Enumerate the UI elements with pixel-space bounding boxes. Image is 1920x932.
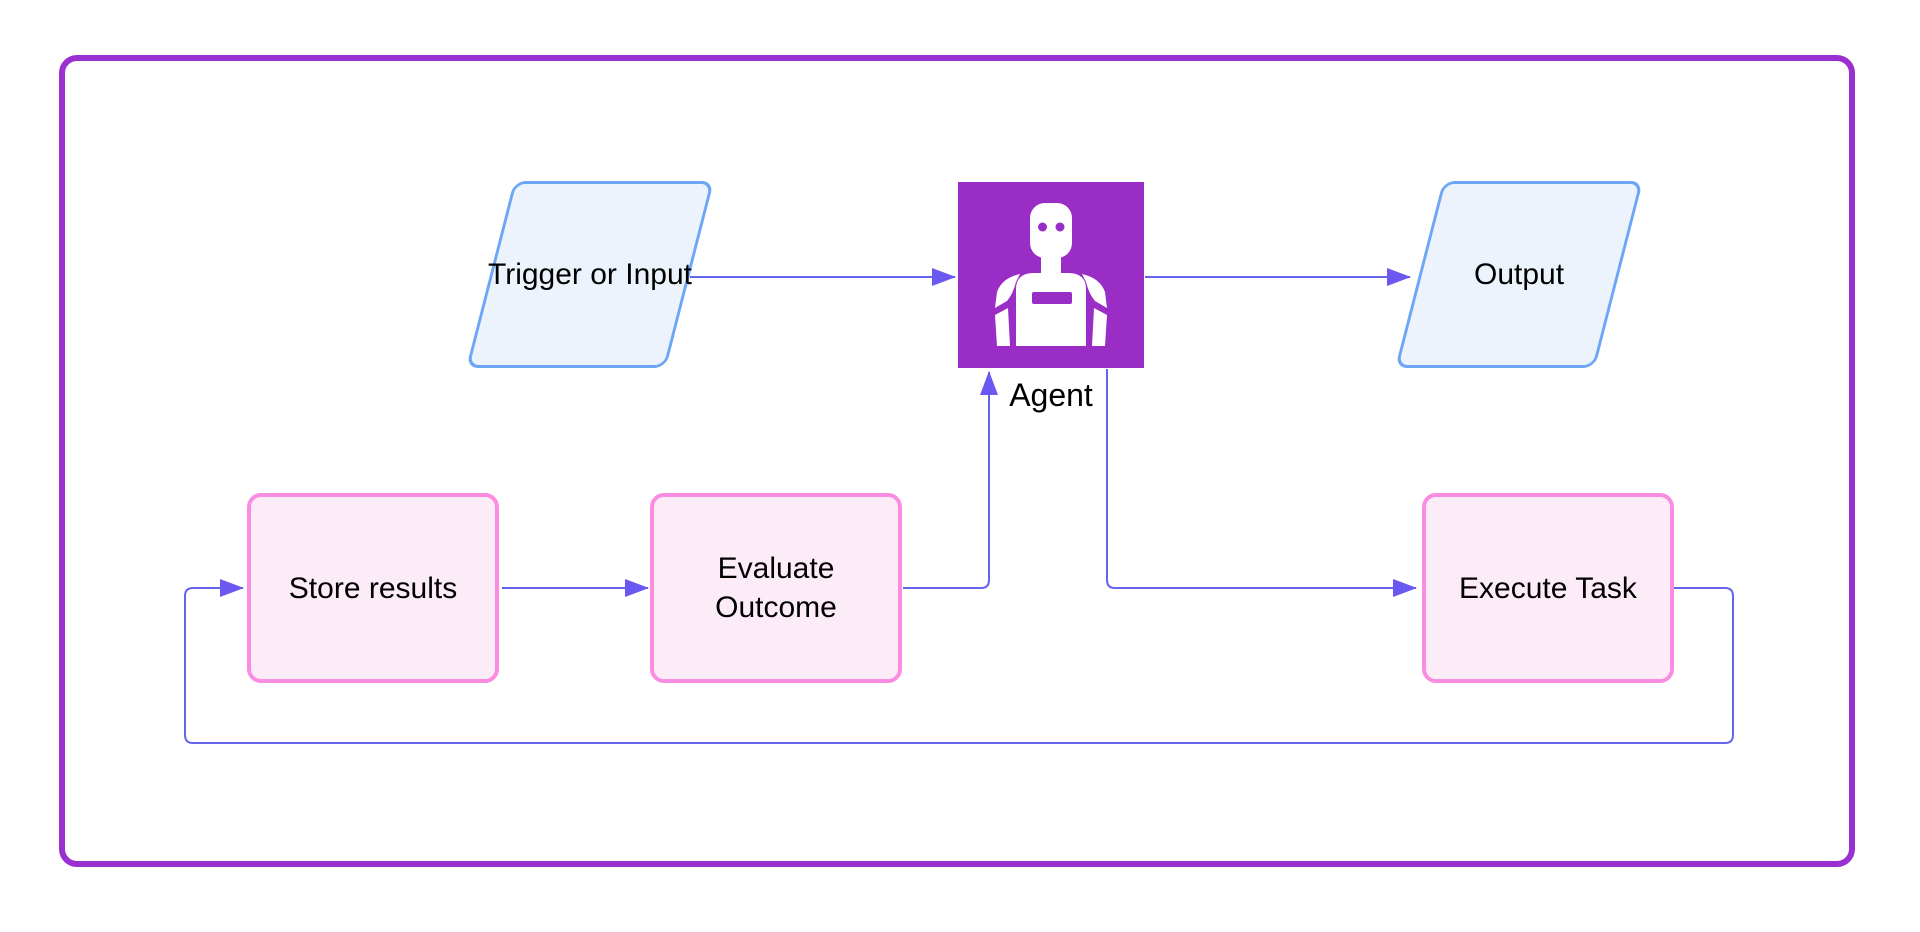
diagram-outer-frame bbox=[59, 55, 1855, 867]
node-agent[interactable] bbox=[958, 182, 1144, 368]
node-execute-task-label: Execute Task bbox=[1459, 571, 1637, 605]
node-agent-label: Agent bbox=[1009, 377, 1093, 413]
node-output-label: Output bbox=[1473, 258, 1565, 291]
node-execute-task[interactable]: Execute Task bbox=[1422, 493, 1674, 683]
node-trigger-or-input-label: Trigger or Input bbox=[488, 258, 692, 291]
node-store-results[interactable]: Store results bbox=[247, 493, 499, 683]
node-store-results-label: Store results bbox=[288, 571, 458, 605]
robot-icon bbox=[958, 182, 1144, 368]
node-evaluate-outcome-label: Evaluate Outcome bbox=[715, 552, 837, 624]
node-evaluate-outcome[interactable]: Evaluate Outcome bbox=[650, 493, 902, 683]
